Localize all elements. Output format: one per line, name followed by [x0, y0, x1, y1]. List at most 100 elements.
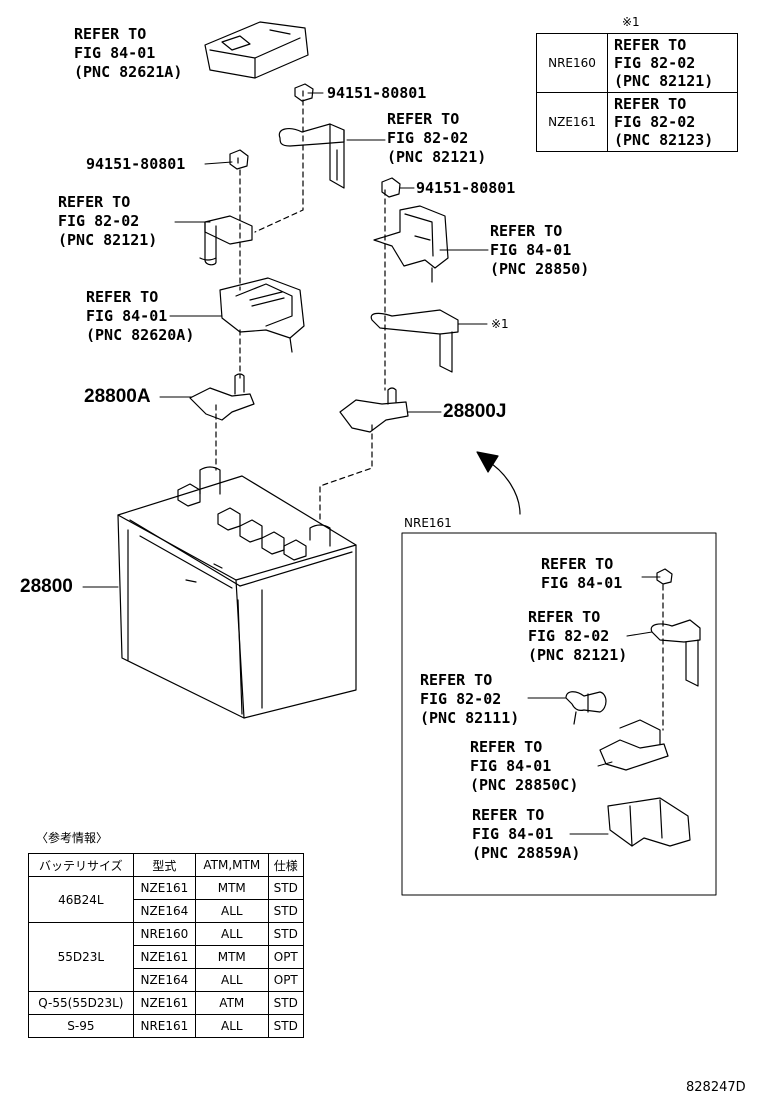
table-cell: ALL — [195, 922, 269, 946]
leader-lines — [82, 92, 661, 835]
diagram-id: 828247D — [686, 1080, 746, 1095]
ref-line: (PNC 82121) — [387, 148, 487, 166]
ref-line: REFER TO — [58, 193, 131, 211]
ref-line: (PNC 28850) — [490, 260, 590, 278]
header-cell: バッテリサイズ — [28, 853, 134, 877]
table-cell: NZE161 — [132, 991, 197, 1015]
ref-line: FIG 82-02 — [614, 113, 696, 131]
table-cell: STD — [267, 991, 305, 1015]
table-cell: STD — [267, 899, 305, 923]
terminal-cover-illustration — [204, 21, 309, 79]
table-cell: ALL — [195, 899, 269, 923]
ref-line: REFER TO — [490, 222, 563, 240]
bracket-illustration-3 — [370, 309, 459, 373]
table-cell: MTM — [195, 876, 269, 900]
note-table-header: ※1 — [622, 15, 640, 29]
table-cell: NRE160 — [132, 922, 197, 946]
ref-line: FIG 84-01 — [541, 574, 623, 592]
table-cell: STD — [267, 876, 305, 900]
assembly-dashed-lines — [215, 99, 664, 731]
table-cell: NZE164 — [132, 968, 197, 992]
ref-line: (PNC 82621A) — [74, 63, 183, 81]
table-cell: ALL — [195, 1014, 269, 1038]
part-label-battery: 28800 — [20, 576, 73, 597]
model-cell: NZE161 — [536, 92, 608, 152]
table-cell: STD — [267, 1014, 305, 1038]
header-cell: 仕様 — [267, 853, 305, 877]
reference-arrow — [476, 451, 521, 515]
table-cell: NZE161 — [132, 945, 197, 969]
part-label-terminal-a: 28800A — [84, 386, 151, 407]
ref-line: REFER TO — [528, 608, 601, 626]
ref-line: FIG 82-02 — [528, 627, 610, 645]
ref-line: (PNC 82121) — [528, 646, 628, 664]
nut-illustration — [294, 83, 314, 102]
ref-table-title: 〈参考情報〉 — [36, 831, 109, 845]
size-cell: S-95 — [28, 1014, 134, 1038]
table-header-row: バッテリサイズ 型式 ATM,MTM 仕様 — [28, 853, 305, 877]
relay-cover-illustration — [373, 205, 449, 283]
table-cell: OPT — [267, 968, 305, 992]
ref-line: FIG 82-02 — [387, 129, 469, 147]
ref-line: REFER TO — [614, 36, 687, 54]
ref-line: (PNC 82620A) — [86, 326, 195, 344]
table-row: NZE164 ALL OPT — [29, 968, 305, 992]
terminal-j-illustration — [339, 387, 409, 433]
header-cell: ATM,MTM — [195, 853, 269, 877]
table-cell: OPT — [267, 945, 305, 969]
header-cell: 型式 — [132, 853, 197, 877]
nut-illustration-3 — [381, 177, 401, 198]
ref-line: FIG 84-01 — [74, 44, 156, 62]
ref-line: REFER TO — [86, 288, 159, 306]
part-label-terminal-j: 28800J — [443, 401, 507, 422]
ref-line: (PNC 28859A) — [472, 844, 581, 862]
model-cell: NRE160 — [536, 33, 608, 93]
table-cell: STD — [267, 922, 305, 946]
part-label-nut-3: 94151-80801 — [416, 179, 516, 197]
inset-frame — [401, 532, 717, 896]
table-cell: ALL — [195, 968, 269, 992]
ref-line: (PNC 82123) — [614, 131, 714, 149]
ref-line: (PNC 82111) — [420, 709, 520, 727]
table-row: NZE161 MTM OPT — [29, 945, 305, 969]
ref-line: REFER TO — [614, 95, 687, 113]
ref-line: FIG 84-01 — [470, 757, 552, 775]
ref-line: FIG 82-02 — [420, 690, 502, 708]
table-cell: NZE161 — [132, 876, 197, 900]
ref-line: FIG 84-01 — [490, 241, 572, 259]
ref-line: FIG 84-01 — [472, 825, 554, 843]
inset-title: NRE161 — [404, 516, 452, 530]
ref-line: REFER TO — [541, 555, 614, 573]
ref-line: (PNC 82121) — [614, 72, 714, 90]
ref-line: REFER TO — [387, 110, 460, 128]
table-row: Q-55(55D23L) NZE161 ATM STD — [28, 991, 305, 1015]
table-cell: NRE161 — [132, 1014, 197, 1038]
part-label-nut-2: 94151-80801 — [86, 155, 186, 173]
table-row: S-95 NRE161 ALL STD — [28, 1014, 305, 1038]
size-cell: 46B24L — [28, 876, 134, 923]
ref-line: FIG 82-02 — [614, 54, 696, 72]
table-cell: NZE164 — [132, 899, 197, 923]
table-cell: ATM — [195, 991, 269, 1015]
table-row: NZE164 ALL STD — [29, 899, 305, 923]
table-row: 55D23L NRE160 ALL STD — [28, 922, 305, 992]
battery-reference-table: バッテリサイズ 型式 ATM,MTM 仕様 46B24L NZE161 MTM … — [28, 853, 305, 1038]
ref-line: REFER TO — [472, 806, 545, 824]
size-cell: Q-55(55D23L) — [28, 991, 134, 1015]
table-cell: MTM — [195, 945, 269, 969]
ref-line: (PNC 28850C) — [470, 776, 579, 794]
